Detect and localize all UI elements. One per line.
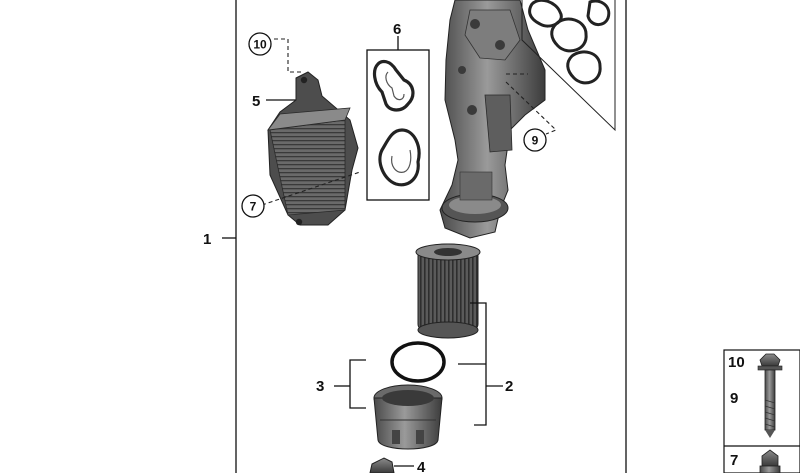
callout-7: 7 [250, 200, 257, 214]
oil-filter-housing [439, 0, 546, 239]
bolt-icon [757, 353, 783, 438]
circled-callout-10: 10 [248, 32, 272, 56]
frame-lines [222, 0, 627, 473]
fastener-legend: 10 9 7 [723, 349, 800, 473]
callout-2: 2 [505, 378, 513, 395]
legend-label-10: 10 [728, 354, 745, 371]
gasket-box-6 [366, 36, 430, 201]
filter-cover [373, 384, 443, 450]
bracket-2 [458, 302, 503, 426]
legend-label-7: 7 [730, 452, 738, 469]
circled-callout-7: 7 [241, 194, 265, 218]
callout-4: 4 [417, 459, 426, 473]
bracket-3 [334, 359, 366, 409]
callout-1: 1 [203, 231, 211, 248]
legend-label-9: 9 [730, 390, 738, 407]
oil-filter-element [415, 243, 481, 339]
callout-9: 9 [532, 134, 539, 148]
oil-cooler-5 [261, 71, 361, 226]
nut-icon [759, 449, 781, 473]
o-ring [390, 341, 446, 383]
drain-plug [369, 457, 395, 473]
circled-callout-9: 9 [523, 128, 547, 152]
callout-6: 6 [393, 21, 401, 38]
callout-10-leader [274, 38, 304, 73]
callout-5: 5 [252, 93, 260, 110]
callout-9-leader [505, 73, 557, 135]
callout-10: 10 [253, 38, 267, 52]
callout-3: 3 [316, 378, 324, 395]
gasket-set-top [521, 0, 616, 132]
